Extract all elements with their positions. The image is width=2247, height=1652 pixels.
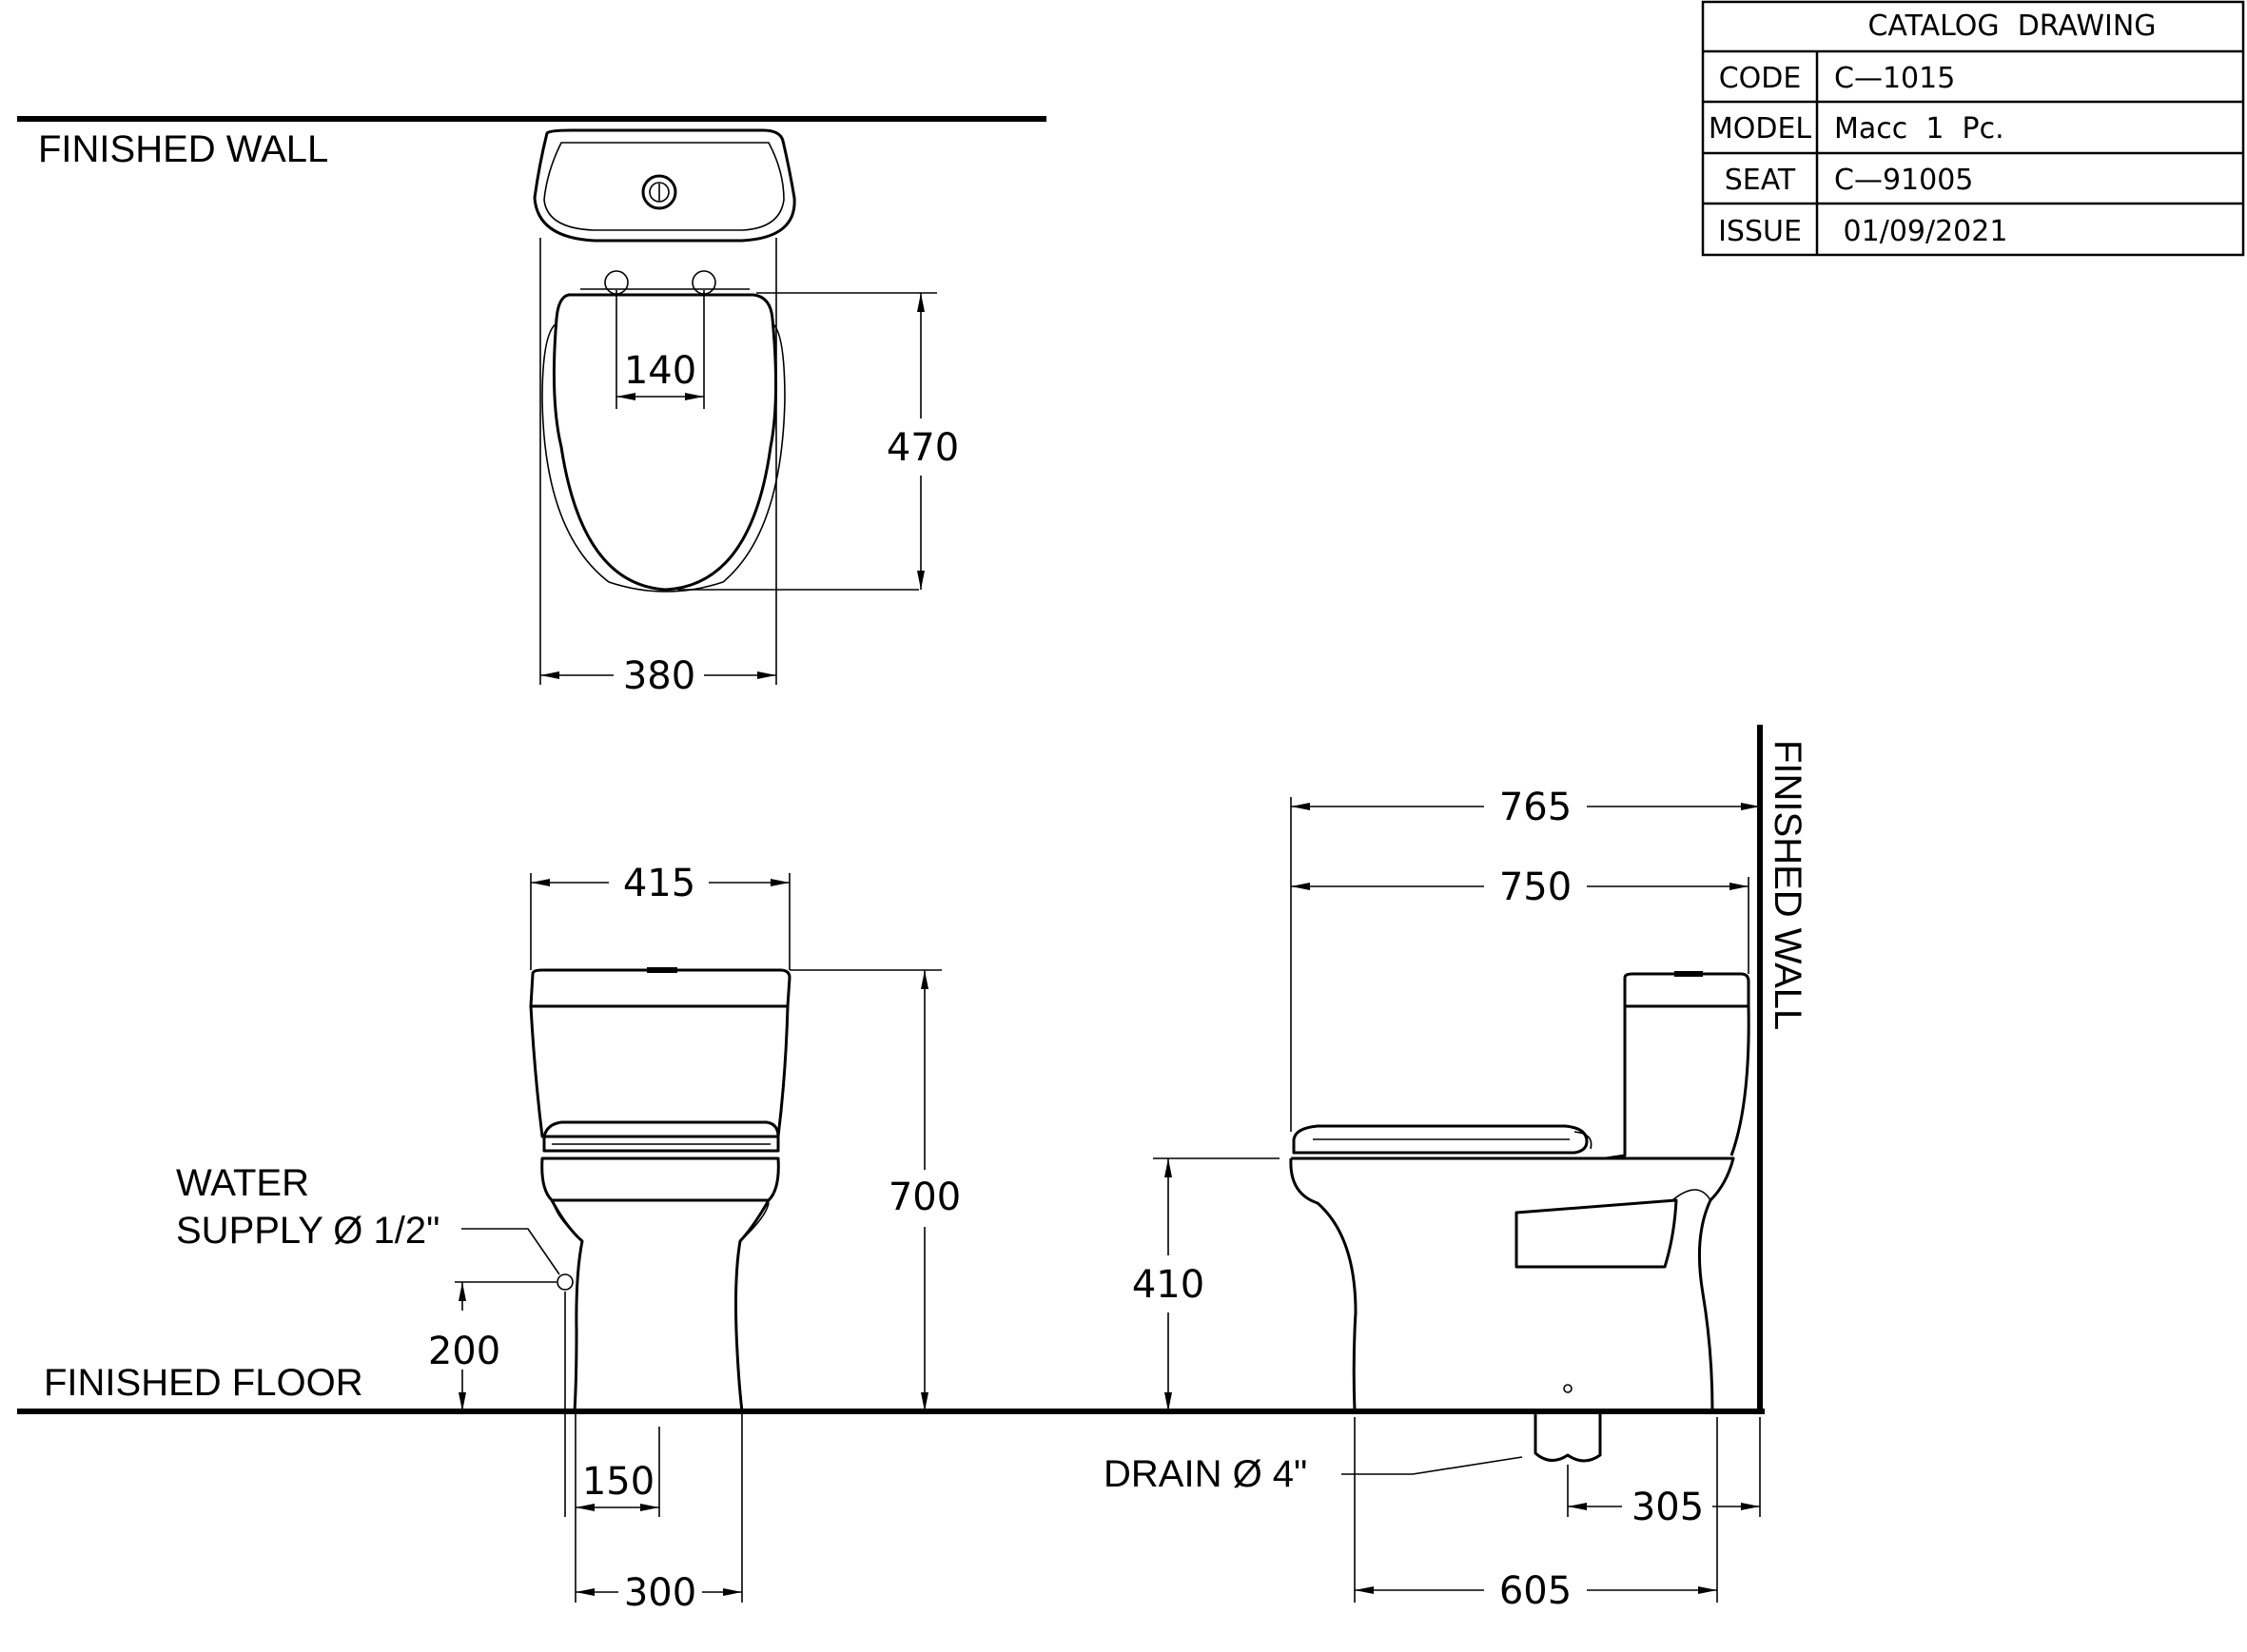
water-supply-inlet (557, 1273, 574, 1291)
dim-base-length: 605 (1499, 1569, 1572, 1613)
title-row-value: 01/09/2021 (1834, 215, 2007, 248)
water-supply-label-line1: WATER (176, 1162, 309, 1204)
dim-overall-length: 765 (1499, 786, 1572, 829)
dim-supply-offset: 150 (582, 1460, 655, 1504)
dim-seat-height: 410 (1132, 1263, 1204, 1307)
title-row-value: C—91005 (1834, 164, 1973, 197)
finished-floor-label: FINISHED FLOOR (44, 1362, 363, 1404)
tank-outline-front (529, 1004, 790, 1138)
drain-pipe (1534, 1411, 1602, 1463)
dim-overall-height: 700 (889, 1176, 961, 1219)
dim-supply-height: 200 (428, 1330, 500, 1373)
title-block-heading: CATALOG DRAWING (1867, 10, 2156, 43)
dim-tank-width: 380 (623, 654, 695, 698)
side-view: FINISHED WALL DRAIN Ø 4" 765 750 (1104, 725, 1808, 1613)
dim-base-width: 300 (624, 1571, 696, 1615)
dim-rough-in: 305 (1632, 1486, 1704, 1529)
top-view: FINISHED WALL 140 470 380 (17, 116, 1046, 698)
dim-overall-width: 415 (623, 862, 695, 905)
title-row-value: C—1015 (1834, 62, 1955, 95)
tank-outline-top (533, 128, 796, 243)
title-row-key: MODEL (1709, 112, 1812, 146)
pedestal-outline-front (550, 1199, 584, 1412)
flush-button (641, 174, 677, 210)
title-row-key: ISSUE (1718, 215, 1802, 248)
dim-seat-depth: 470 (887, 426, 959, 470)
title-row-key: CODE (1719, 62, 1802, 95)
title-row-value: Macc 1 Pc. (1834, 112, 2004, 146)
seat-outline-top (552, 293, 778, 592)
finished-wall-label-top: FINISHED WALL (38, 128, 328, 170)
water-supply-label-line2: SUPPLY Ø 1/2" (176, 1210, 440, 1252)
title-row-key: SEAT (1725, 164, 1796, 197)
drain-label: DRAIN Ø 4" (1104, 1453, 1307, 1495)
tank-outline-side (1623, 972, 1750, 1008)
seat-outline-side (1292, 1124, 1589, 1155)
finished-wall-label-side: FINISHED WALL (1767, 740, 1808, 1030)
dim-bolt-spacing: 140 (624, 349, 696, 393)
title-block: CATALOG DRAWING CODE C—1015 MODEL Macc 1… (1701, 0, 2245, 257)
front-view: WATER SUPPLY Ø 1/2" 415 700 200 150 300 (176, 862, 961, 1615)
dim-length-to-seat: 750 (1499, 865, 1572, 909)
